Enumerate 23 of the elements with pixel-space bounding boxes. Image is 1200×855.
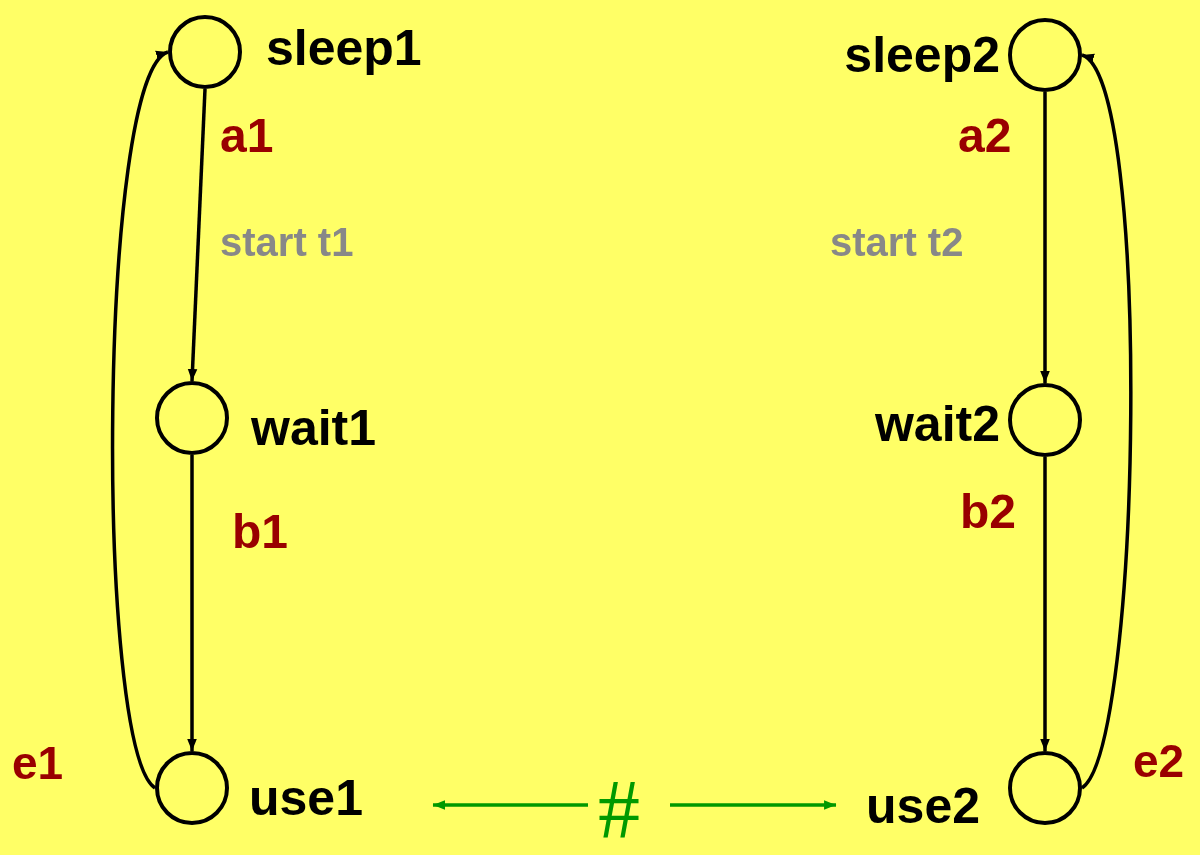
arrow (187, 88, 207, 382)
arrow (1080, 53, 1133, 789)
arrow (670, 800, 837, 810)
transition-label: a1 (220, 112, 274, 160)
arrow (432, 800, 588, 810)
hash-symbol: # (598, 768, 640, 852)
arrow (111, 50, 170, 789)
arrow (1040, 457, 1050, 751)
arrow (1040, 92, 1050, 383)
state-label: wait2 (874, 399, 1000, 449)
transition-label: b1 (232, 508, 288, 556)
transition-label: e1 (12, 740, 64, 786)
transition-label: a2 (958, 112, 1012, 160)
state-label: use2 (866, 781, 980, 831)
transition-label: e2 (1133, 738, 1185, 784)
transition-label: b2 (960, 488, 1016, 536)
transition-label: start t2 (830, 222, 964, 262)
state-label: use1 (249, 773, 363, 823)
state-label: wait1 (251, 403, 377, 453)
arrow (187, 455, 197, 751)
transition-label: start t1 (220, 222, 354, 262)
state-label: sleep1 (266, 23, 422, 73)
state-label: sleep2 (844, 30, 1000, 80)
